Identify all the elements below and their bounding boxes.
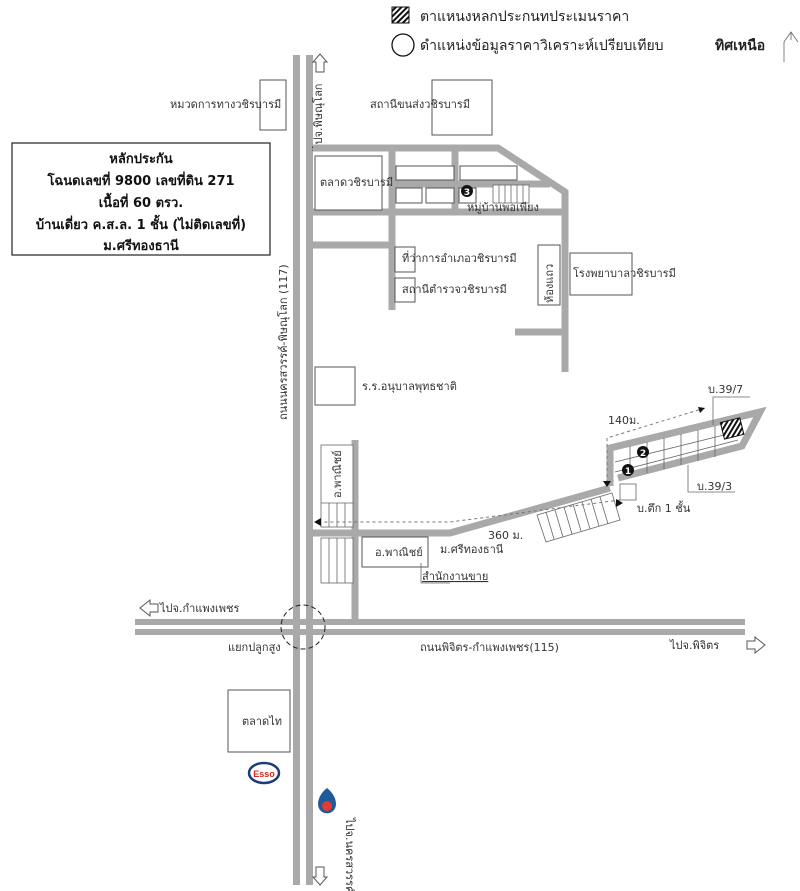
market-building xyxy=(314,155,383,211)
junction-label: แยกปลูกสูง xyxy=(228,641,281,654)
comparable-legend-icon xyxy=(391,33,415,57)
collateral-area: เนื้อที่ 60 ตรว. xyxy=(99,192,184,211)
talad-thai-building xyxy=(227,689,291,753)
shophouse-label: ห้องแถว xyxy=(543,264,556,303)
highway-117-lane xyxy=(306,55,313,885)
to-phichit-label: ไปจ.พิจิตร xyxy=(669,639,719,652)
highway-115-lane xyxy=(135,629,745,635)
bus-station-building xyxy=(431,79,493,136)
distance-360-label: 360 ม. xyxy=(488,529,523,542)
subdivision-label: ม.ศรีทองธานี xyxy=(440,543,504,556)
north-label: ทิศเหนือ xyxy=(715,38,765,54)
talad-thai-label: ตลาดไท xyxy=(242,715,282,728)
school-label: ร.ร.อนุบาลพุทธชาติ xyxy=(362,380,457,393)
esso-text: Esso xyxy=(253,769,275,779)
commercial-label: อ.พาณิชย์ xyxy=(375,546,423,559)
collateral-title: หลักประกัน xyxy=(109,152,172,167)
building xyxy=(395,165,455,181)
sales-office-label: สำนักงานขาย xyxy=(422,570,488,583)
market-label: ตลาดวชิรบารมี xyxy=(320,176,393,189)
highway-115-lane xyxy=(135,619,745,625)
highway-dept-label: หมวดการทางวชิรบารมี xyxy=(170,98,281,111)
one-storey-label: บ.ตึก 1 ชั้น xyxy=(637,500,691,515)
village-label: หมู่บ้านพอเพียง xyxy=(467,201,539,214)
collateral-info-box: หลักประกัน โฉนดเลขที่ 9800 เลขที่ดิน 271… xyxy=(11,142,271,256)
subdivision-road xyxy=(313,484,611,537)
house-39-3-label: บ.39/3 xyxy=(697,480,732,493)
house-39-7-label: บ.39/7 xyxy=(708,383,743,396)
commercial-row-vertical xyxy=(320,444,354,584)
row-houses-diagonal xyxy=(536,483,637,543)
district-office-label: ที่ว่าการอำเภอวชิรบารมี xyxy=(402,250,517,265)
collateral-type: บ้านเดี่ยว ค.ส.ล. 1 ชั้น (ไม่ติดเลขที่) xyxy=(36,214,246,233)
police-station-building xyxy=(394,277,416,303)
arrow-right-icon xyxy=(746,635,766,655)
route-140m xyxy=(606,407,706,483)
building xyxy=(395,187,423,204)
highway-115-label: ถนนพิจิตร-กำแพงเพชร(115) xyxy=(420,641,559,654)
ptt-logo xyxy=(318,788,336,814)
collateral-village: ม.ศรีทองธานี xyxy=(103,238,179,254)
to-phitsanulok-label: ไปจ.พิษณุโลก xyxy=(311,84,325,151)
district-office-building xyxy=(394,246,416,273)
arrow-down-icon xyxy=(311,866,329,886)
police-station-label: สถานีตำรวจวชิรบารมี xyxy=(402,283,507,296)
legend-comparable-label: ดำแหน่งข้อมูลราคาวิเคราะห์เปรียบเทียบ xyxy=(420,37,664,54)
marker-3-label: 3 xyxy=(464,188,470,198)
bus-station-label: สถานีขนส่งวชิรบารมี xyxy=(370,98,470,111)
comparable-marker-3 xyxy=(461,185,473,197)
arrow-left-icon xyxy=(139,598,159,618)
school-building xyxy=(314,366,356,406)
junction-circle xyxy=(280,604,326,650)
arrow-up-icon xyxy=(311,53,329,73)
highway-dept-building xyxy=(259,79,287,131)
subject-marker-legend-icon xyxy=(391,6,410,24)
town-roads xyxy=(313,144,569,372)
north-arrow-icon xyxy=(783,31,799,62)
comparable-marker-1 xyxy=(622,464,634,476)
hospital-building xyxy=(569,252,633,296)
row-houses xyxy=(492,184,530,204)
distance-140-label: 140ม. xyxy=(608,414,640,427)
shophouse-building xyxy=(537,244,561,306)
hospital-label: โรงพยาบาลวชิรบารมี xyxy=(573,266,676,280)
to-nakhon-sawan-label: ไปจ.นครสวรรค์ xyxy=(343,817,356,891)
subdivision-boundary xyxy=(606,406,767,486)
highway-117-label: ถนนนครสวรรค์-พิษณุโลก (117) xyxy=(276,264,290,420)
collateral-deed: โฉนดเลขที่ 9800 เลขที่ดิน 271 xyxy=(46,171,234,189)
subject-property-marker xyxy=(719,417,745,440)
to-kamphaeng-phet-label: ไปจ.กำแพงเพชร xyxy=(159,602,239,615)
building xyxy=(425,187,455,204)
building xyxy=(459,165,518,181)
esso-logo: Esso xyxy=(247,761,281,785)
marker-2-label: 2 xyxy=(640,449,646,459)
comparable-marker-2 xyxy=(637,446,649,458)
commercial-building xyxy=(361,536,429,568)
route-360m xyxy=(318,499,621,523)
highway-117-lane xyxy=(293,55,300,885)
commercial-vertical-label: อ.พาณิชย์ xyxy=(331,450,344,498)
legend-subject-label: ตาแหนงหลกประกนทประเมนราคา xyxy=(420,9,629,25)
subdivision-plots xyxy=(614,426,741,477)
marker-1-label: 1 xyxy=(625,467,631,477)
